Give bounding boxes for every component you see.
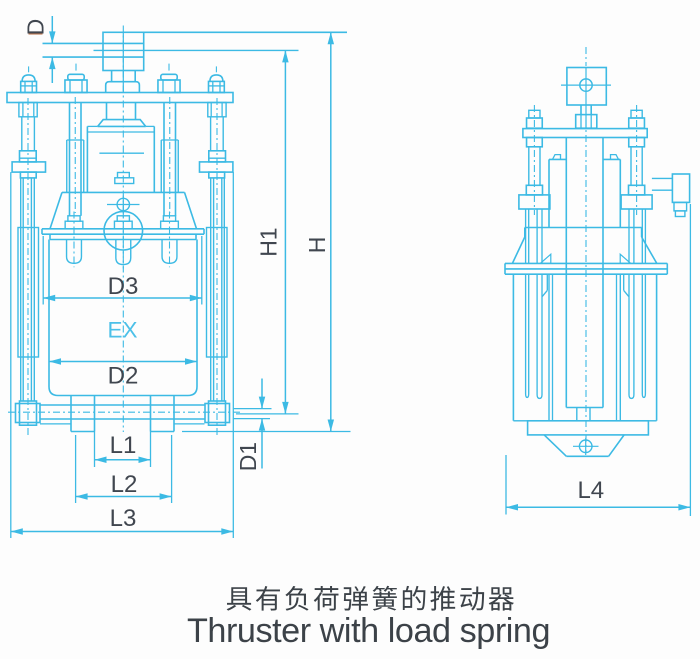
- svg-text:Thruster with load spring: Thruster with load spring: [187, 612, 550, 650]
- svg-text:L2: L2: [111, 471, 138, 498]
- svg-text:L3: L3: [110, 505, 137, 532]
- svg-text:H1: H1: [256, 227, 282, 256]
- svg-text:EX: EX: [107, 317, 137, 342]
- svg-text:H: H: [304, 237, 330, 254]
- svg-text:L1: L1: [110, 432, 137, 459]
- svg-text:D: D: [23, 19, 49, 36]
- svg-text:D3: D3: [108, 273, 139, 300]
- svg-text:D1: D1: [235, 442, 261, 471]
- svg-text:D2: D2: [108, 362, 139, 389]
- svg-text:L4: L4: [577, 477, 604, 504]
